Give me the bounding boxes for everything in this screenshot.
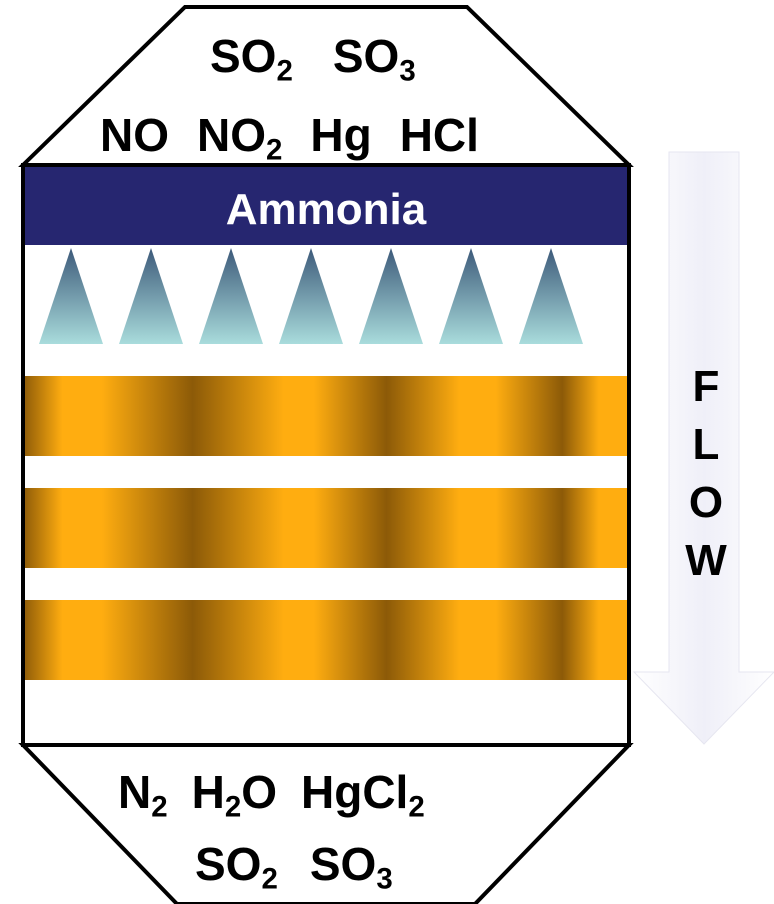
nozzle-icon bbox=[119, 248, 183, 344]
ammonia-label: Ammonia bbox=[226, 185, 427, 234]
gas-formula: SO2 bbox=[195, 838, 278, 895]
catalyst-layer bbox=[25, 488, 627, 568]
gas-formula: NO2 bbox=[197, 109, 282, 166]
catalyst-layer bbox=[25, 376, 627, 456]
nozzle-icon bbox=[359, 248, 423, 344]
gas-formula: HgCl2 bbox=[301, 766, 425, 823]
flow-letter: L bbox=[693, 420, 720, 469]
catalyst-layers bbox=[25, 376, 627, 680]
gas-formula: HCl bbox=[400, 109, 479, 161]
nozzle-icon bbox=[519, 248, 583, 344]
gas-formula: N2 bbox=[118, 766, 168, 823]
flow-letter: W bbox=[685, 536, 727, 585]
nozzle-icon bbox=[39, 248, 103, 344]
reactor-vessel: Ammonia bbox=[18, 5, 634, 904]
catalyst-layer bbox=[25, 600, 627, 680]
nozzle-icon bbox=[439, 248, 503, 344]
reactor-bottom-cap bbox=[18, 743, 634, 904]
gas-formula: NO bbox=[100, 109, 169, 161]
flow-letter: F bbox=[693, 362, 720, 411]
flow-letter: O bbox=[689, 478, 723, 527]
gas-formula: SO2 bbox=[210, 30, 293, 87]
gas-formula: Hg bbox=[310, 109, 371, 161]
gas-formula: H2O bbox=[192, 766, 277, 823]
nozzle-icon bbox=[199, 248, 263, 344]
flow-arrow bbox=[632, 151, 774, 745]
gas-formula: SO3 bbox=[333, 30, 416, 87]
ammonia-band bbox=[25, 167, 627, 245]
nozzle-row bbox=[39, 248, 583, 344]
nozzle-icon bbox=[279, 248, 343, 344]
gas-formula: SO3 bbox=[310, 838, 393, 895]
